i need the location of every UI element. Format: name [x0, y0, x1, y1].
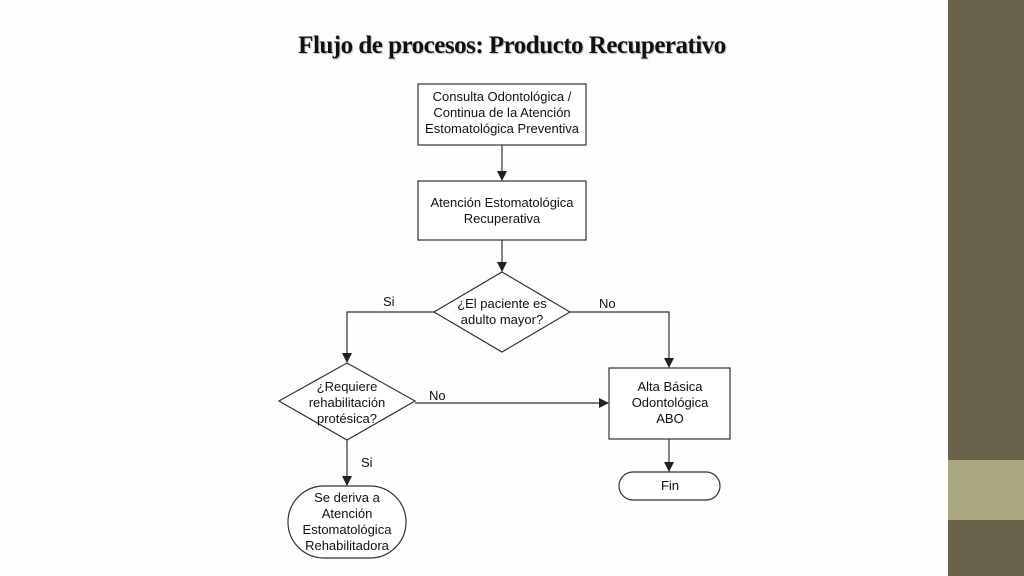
node-deriva-label: Se deriva a Atención Estomatológica Reha… [302, 490, 392, 553]
slide-title: Flujo de procesos: Producto Recuperativo [298, 32, 726, 59]
node-adulto-label: ¿El paciente es adulto mayor? [457, 296, 547, 327]
sidebar-accent [948, 460, 1024, 520]
node-fin-label: Fin [660, 478, 680, 493]
edge-label-rehab-si: Si [361, 455, 373, 470]
node-atencion-box [417, 180, 587, 241]
node-consulta-label: Consulta Odontológica / Continua de la A… [425, 89, 579, 136]
node-alta-label: Alta Básica Odontológica ABO [631, 379, 709, 426]
node-atencion-label: Atención Estomatológica Recuperativa [430, 195, 574, 226]
node-alta-box [608, 367, 731, 440]
edge-label-adulto-si: Si [383, 294, 395, 309]
node-deriva-terminal [287, 485, 407, 559]
edge-label-adulto-no: No [599, 296, 616, 311]
edge-label-rehab-no: No [429, 388, 446, 403]
edge-adulto-no [570, 311, 674, 368]
node-adulto-diamond [432, 271, 572, 353]
node-rehab-label: ¿Requiere rehabilitación protésica? [308, 379, 386, 426]
node-consulta-box [417, 83, 587, 146]
edge-adulto-si [342, 311, 434, 363]
node-fin-terminal [618, 471, 721, 501]
